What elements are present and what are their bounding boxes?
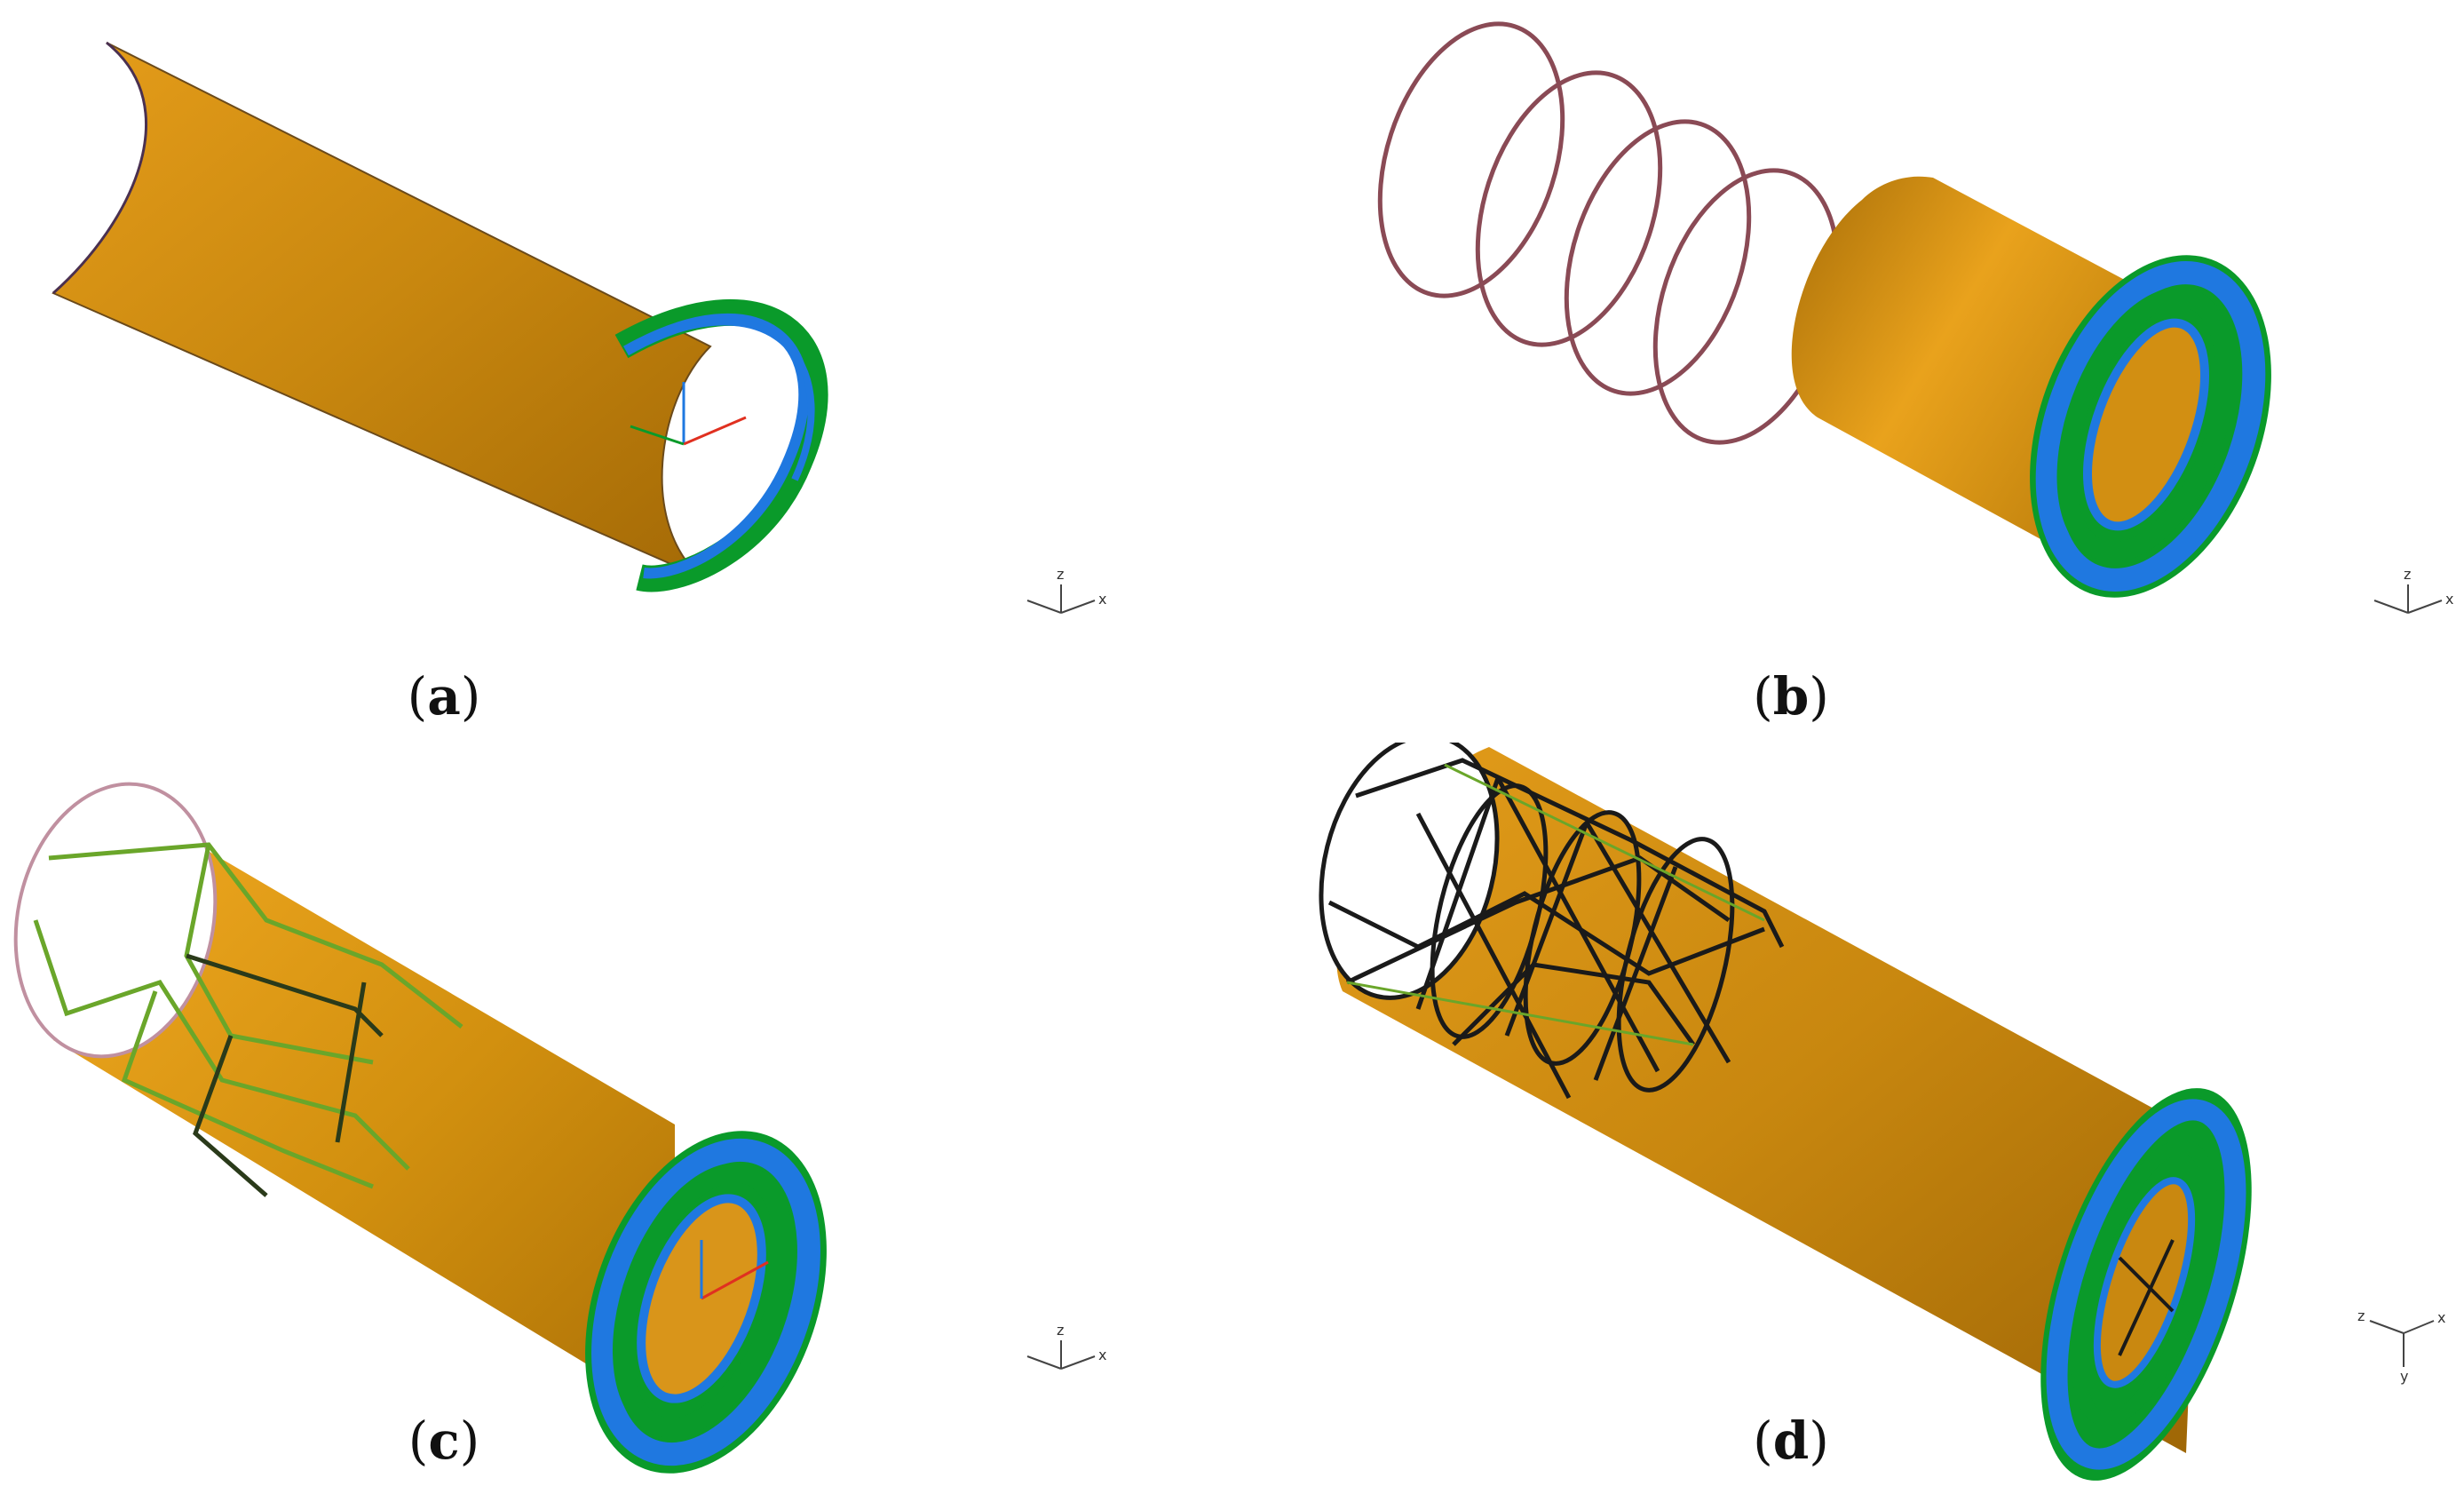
- svg-text:z: z: [2357, 1307, 2365, 1324]
- coil-assembly: [614, 299, 828, 592]
- lattice-rods: [1327, 758, 1785, 1100]
- axis-triad-icon: z x: [2373, 566, 2453, 614]
- svg-text:x: x: [2445, 591, 2453, 608]
- svg-text:z: z: [1057, 566, 1064, 583]
- panel-c: z x (c): [0, 743, 1232, 1486]
- panel-b-render: z x: [1377, 21, 2453, 614]
- spring-rings: [1377, 21, 1841, 445]
- svg-text:y: y: [2400, 1368, 2408, 1385]
- axis-triad-icon: z x y: [2357, 1307, 2445, 1385]
- lattice-rods: [33, 842, 463, 1197]
- panel-d-render: z x y: [1319, 743, 2445, 1481]
- panel-a: z x (a): [0, 0, 1232, 743]
- axis-triad-icon: z x: [1026, 566, 1106, 614]
- coil-assembly: [585, 1131, 827, 1474]
- svg-text:z: z: [2404, 566, 2411, 583]
- axis-triad-icon: z x: [1026, 1322, 1106, 1370]
- coil-assembly: [2030, 255, 2271, 598]
- tube-body: [1336, 747, 2199, 1453]
- coil-assembly: [2040, 1088, 2252, 1481]
- lattice-green-rods: [1346, 763, 1765, 1046]
- panel-c-render: z x: [13, 782, 1106, 1474]
- svg-text:z: z: [1057, 1322, 1064, 1339]
- caption-d: (d): [1753, 1411, 1829, 1471]
- half-tube-body: [51, 42, 712, 578]
- caption-c: (c): [408, 1411, 480, 1471]
- local-axis-icon: [630, 382, 747, 446]
- caption-b: (b): [1753, 666, 1829, 727]
- panel-d: z x y (d): [1232, 743, 2464, 1486]
- svg-text:x: x: [1098, 1347, 1106, 1363]
- svg-text:x: x: [1098, 591, 1106, 608]
- svg-text:x: x: [2437, 1309, 2445, 1326]
- panel-a-render: z x: [51, 41, 1106, 614]
- panel-b: z x (b): [1232, 0, 2464, 743]
- caption-a: (a): [407, 666, 481, 727]
- half-tube-edge: [52, 41, 148, 295]
